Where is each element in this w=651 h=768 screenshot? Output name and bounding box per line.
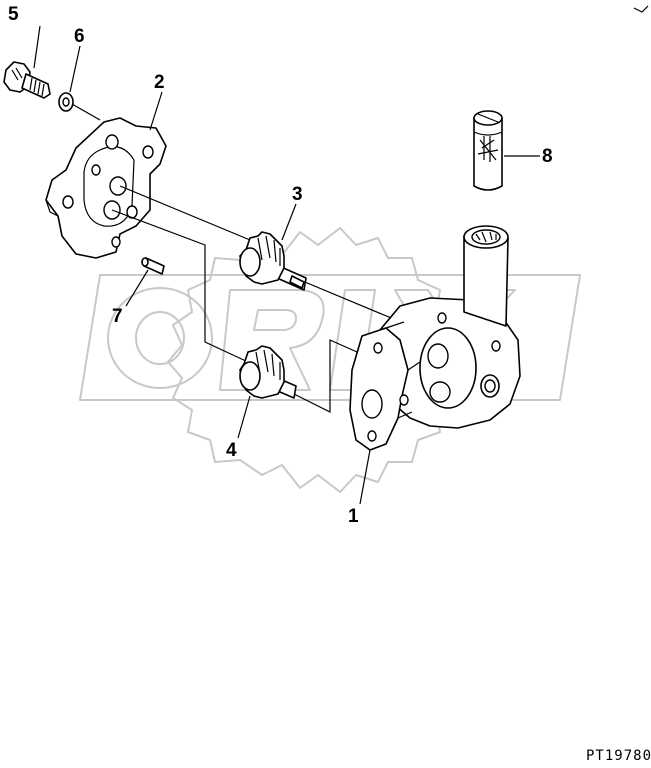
callout-7: 7 (112, 306, 123, 327)
callout-labels: 5 6 2 3 7 4 1 8 (8, 4, 553, 527)
callout-2: 2 (154, 72, 165, 93)
part-1-pump-body (349, 225, 521, 451)
callout-6: 6 (74, 26, 85, 47)
pump-body-flange-hole-bottom (367, 430, 377, 442)
pump-body-flange (349, 327, 409, 451)
part-2-cover-plate (45, 117, 167, 259)
figure-code: PT19780 (586, 748, 651, 764)
strainer-mesh (477, 136, 499, 162)
pump-body-bolt-hole-c (399, 394, 409, 406)
pump-body-flange-hole-top (373, 342, 383, 354)
corner-tick-mark (633, 5, 649, 13)
leader-3 (281, 203, 297, 241)
pump-body-bolt-hole-a (437, 312, 447, 324)
driven-gear-front (239, 361, 261, 391)
callout-5: 5 (8, 4, 19, 25)
pump-body-inlet-pipe (463, 235, 509, 327)
callout-3: 3 (292, 184, 303, 205)
pump-body-inlet-thread (475, 231, 497, 243)
axis-bolt (71, 103, 101, 121)
part-3-drive-gear (239, 231, 307, 291)
pump-body-side-port-inner (484, 379, 496, 393)
watermark-gear-outline (167, 227, 461, 493)
part-4-driven-gear (239, 345, 297, 399)
leader-2 (149, 91, 163, 131)
part-5-bolt (3, 61, 51, 99)
cover-plate-hole-b (142, 145, 154, 159)
drive-gear-key (289, 275, 305, 289)
bolt-shank (21, 73, 51, 99)
leader-6 (69, 45, 81, 93)
drive-gear-front (239, 247, 261, 277)
part-6-washer (58, 92, 74, 112)
cover-plate-hole-g (111, 236, 121, 248)
callout-leaders (33, 25, 540, 505)
watermark-banner-outline (79, 274, 581, 401)
leader-5 (33, 25, 41, 69)
drive-gear-tooth-lines (257, 235, 281, 266)
pump-body-inlet-pipe-bore (471, 229, 501, 245)
dowel-pin-end (141, 257, 149, 267)
bolt-thread (29, 77, 45, 97)
strainer-body (473, 117, 503, 191)
watermark-letter-o-inner (135, 311, 185, 365)
washer-inner (62, 97, 70, 107)
pump-body-flange-edge (385, 321, 421, 419)
cover-plate-hole-c (62, 195, 74, 209)
driven-gear-tooth-lines (255, 349, 281, 380)
bolt-head-mark (11, 67, 23, 81)
callout-1: 1 (348, 506, 359, 527)
cover-plate-recess (83, 146, 135, 227)
leader-1 (359, 449, 371, 505)
part-8-strainer (473, 110, 503, 191)
cover-plate-hole-a (105, 134, 119, 150)
pump-body-bore-upper (427, 343, 449, 369)
leader-7 (125, 269, 149, 307)
part-7-dowel-pin (141, 257, 165, 275)
strainer-slot (477, 113, 499, 123)
pump-body-flange-bore (361, 389, 383, 419)
strainer-band (473, 131, 503, 136)
callout-4: 4 (226, 440, 237, 461)
pump-body-bolt-hole-b (491, 340, 501, 352)
cover-plate-edge (45, 199, 63, 237)
leader-4 (237, 395, 251, 439)
cover-plate-hole-h (91, 164, 101, 176)
watermark-letter-o-outer (107, 287, 213, 389)
cover-plate-hole-d (109, 176, 127, 196)
callout-8: 8 (542, 146, 553, 167)
pump-body-bore-lower (429, 381, 451, 403)
